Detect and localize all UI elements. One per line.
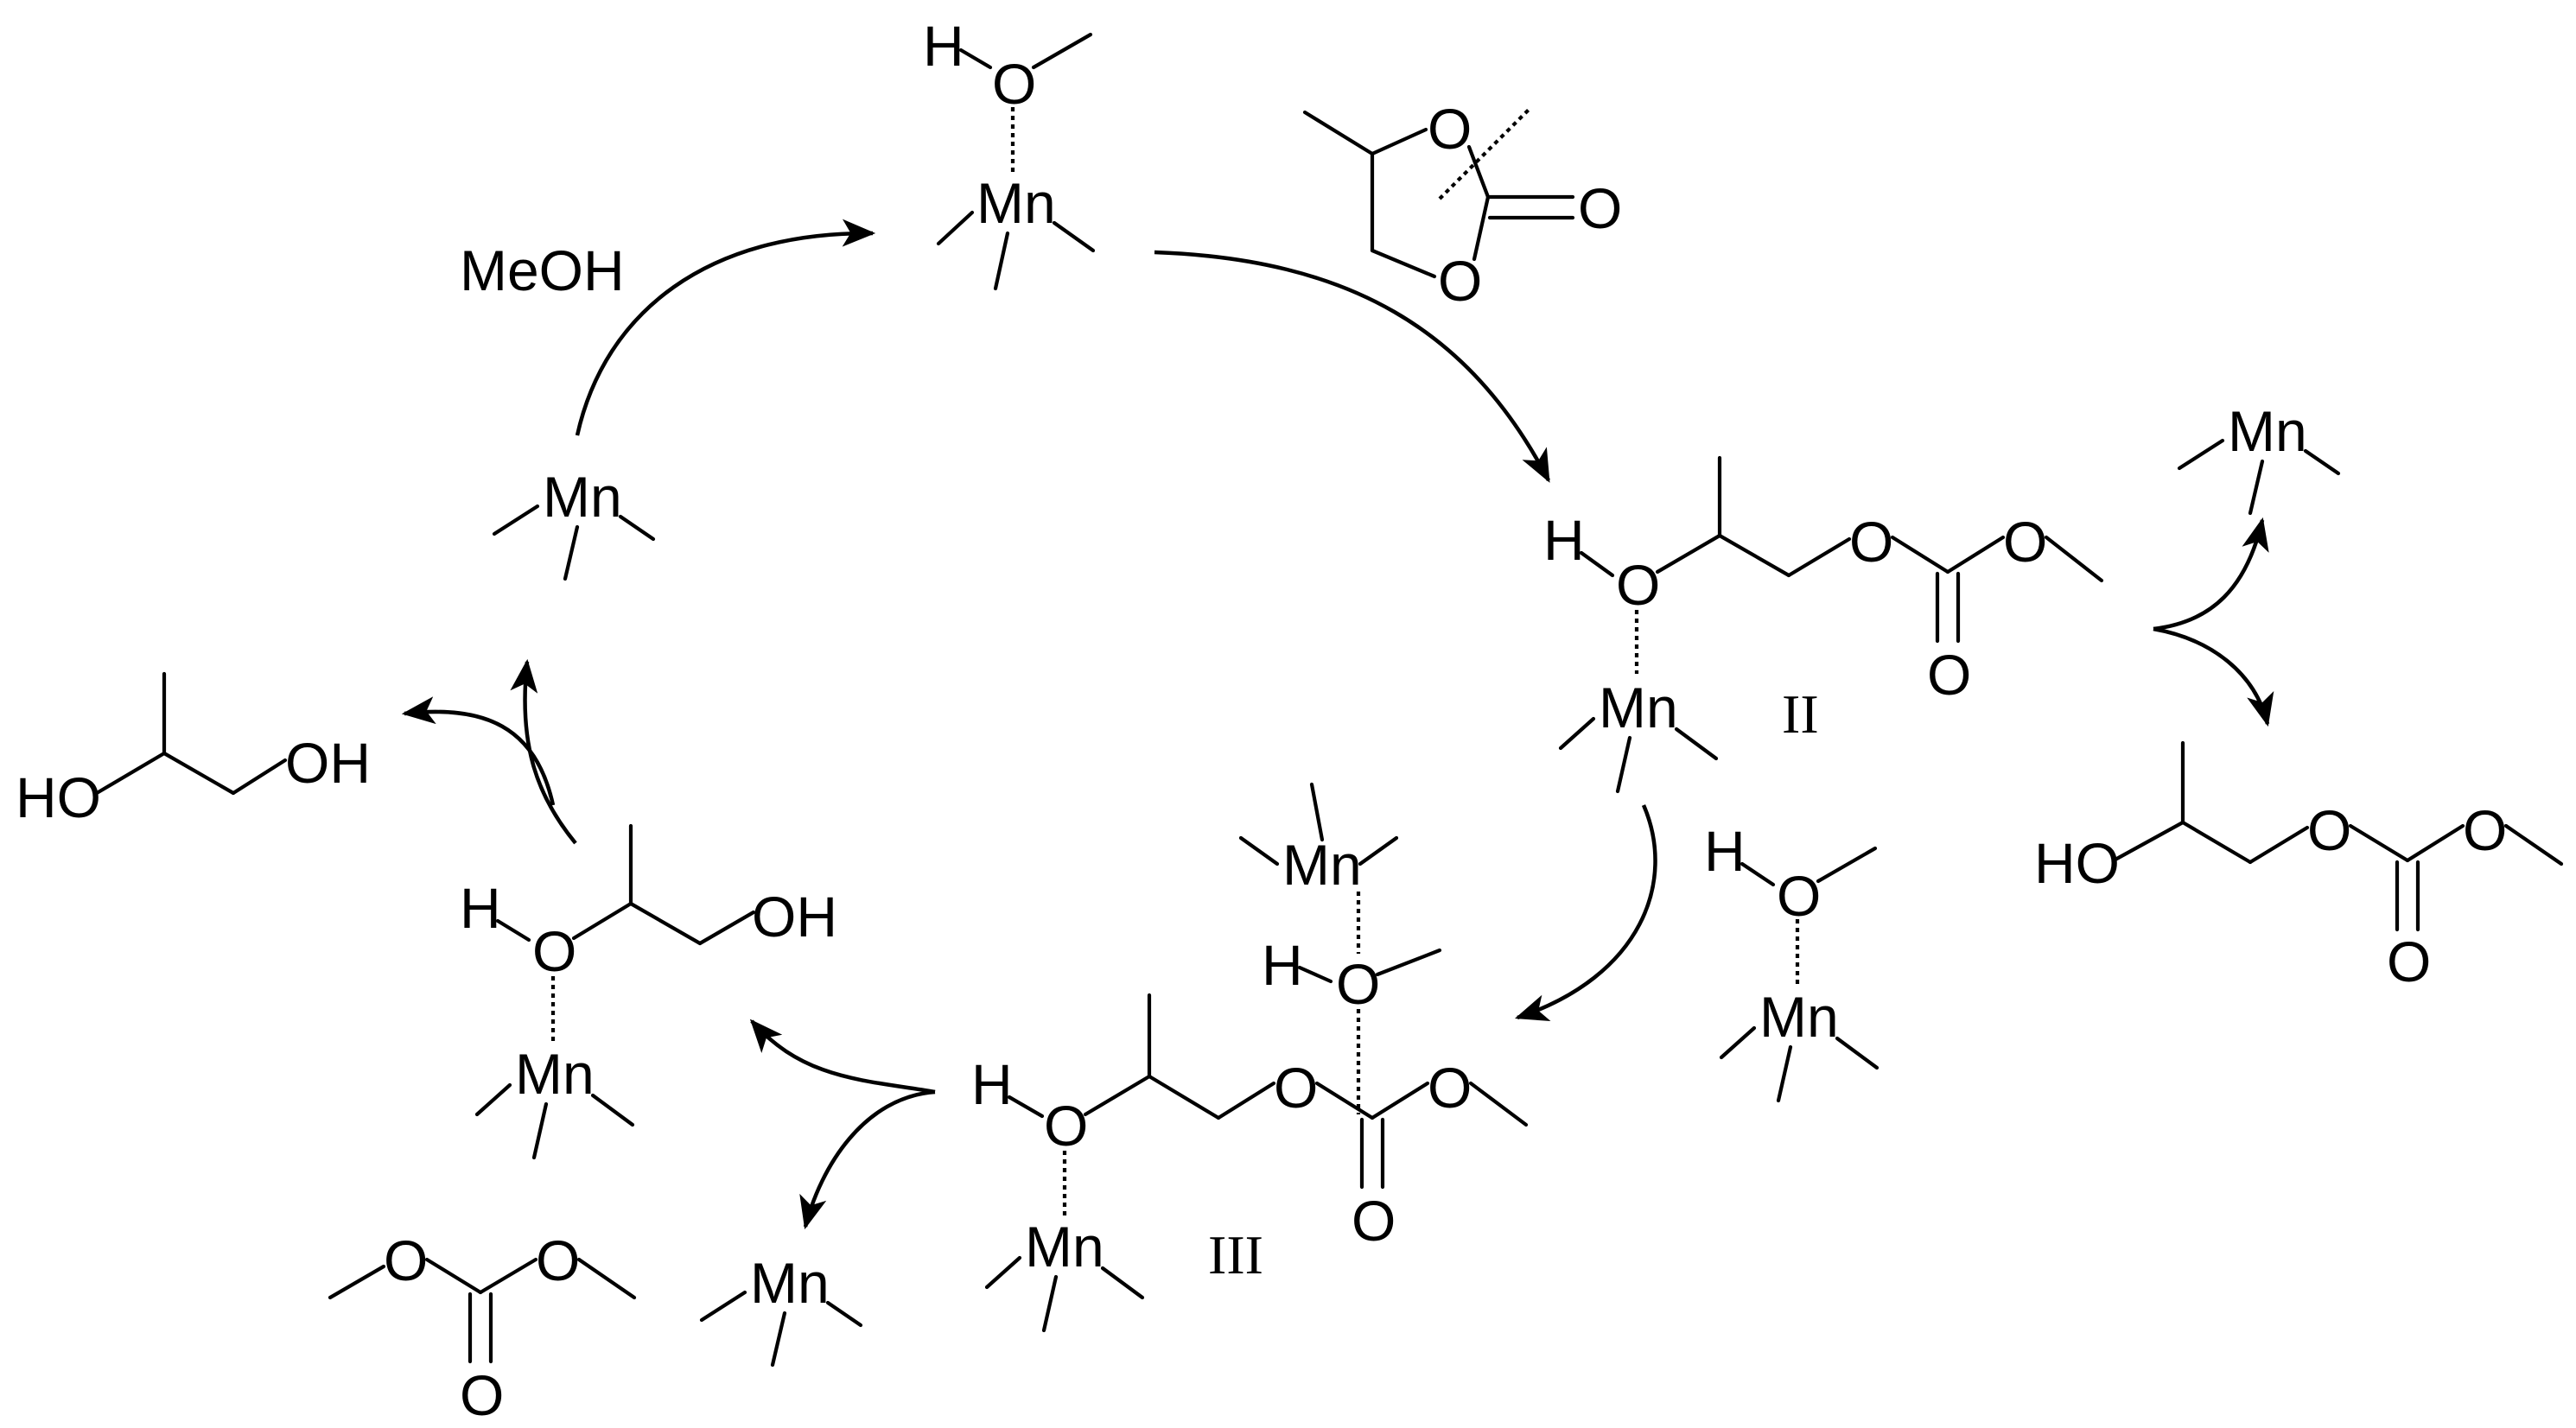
- methanol-label: MeOH: [460, 238, 625, 302]
- atom-mn: Mn: [515, 1042, 595, 1106]
- carbonyl-oxygen: O: [1352, 1189, 1396, 1253]
- atom-h: H: [1262, 933, 1303, 997]
- carbonyl-oxygen: O: [1927, 643, 1971, 707]
- atom-mn: Mn: [750, 1251, 830, 1315]
- atom-mn: Mn: [1282, 833, 1362, 897]
- label-iii: III: [1208, 1224, 1263, 1285]
- free-mn-bottom: Mn: [699, 1251, 863, 1368]
- intermediate-ii: H O O O O Mn II: [1543, 455, 2104, 794]
- free-mn-right: Mn: [2177, 399, 2341, 516]
- propylene-carbonate: O O O: [1302, 97, 1622, 313]
- methoxy-oxygen: O: [1428, 1056, 1472, 1120]
- atom-h: H: [971, 1052, 1013, 1116]
- atom-o: O: [1044, 1094, 1088, 1158]
- atom-mn: Mn: [976, 171, 1056, 235]
- propanediol-mn-complex: H O OH Mn: [460, 823, 837, 1160]
- methoxy-oxygen: O: [2463, 798, 2507, 862]
- carbonyl-oxygen: O: [1578, 176, 1622, 240]
- intermediate-iii: Mn H O H O O O O Mn III: [971, 782, 1529, 1333]
- atom-o: O: [1777, 864, 1821, 928]
- dimethyl-carbonate: O O O: [328, 1228, 637, 1427]
- atom-h: H: [460, 876, 501, 940]
- ring-oxygen-top: O: [1428, 97, 1472, 161]
- ester-oxygen: O: [1849, 510, 1893, 574]
- atom-mn: Mn: [1599, 676, 1678, 739]
- hydroxypropyl-methyl-carbonate: HO O O O: [2034, 740, 2564, 993]
- label-ii: II: [1782, 683, 1819, 745]
- atom-o: O: [992, 52, 1036, 116]
- free-mn-left: Mn: [492, 465, 656, 581]
- methoxy-oxygen-right: O: [536, 1228, 580, 1292]
- hydroxyl-label: HO: [2034, 831, 2120, 895]
- methoxy-oxygen: O: [2003, 510, 2047, 574]
- atom-mn: Mn: [2228, 399, 2307, 463]
- atom-o: O: [1336, 952, 1380, 1016]
- carbonyl-oxygen: O: [2387, 930, 2431, 993]
- hydroxyl-label: OH: [752, 885, 837, 949]
- ester-oxygen: O: [2307, 798, 2351, 862]
- methanol-mn-complex-top: H O Mn: [923, 14, 1096, 291]
- hydroxyl-label-right: OH: [285, 731, 371, 795]
- atom-h: H: [923, 14, 964, 78]
- atom-o: O: [532, 919, 576, 983]
- atom-h: H: [1543, 508, 1585, 572]
- carbonyl-oxygen: O: [460, 1363, 504, 1427]
- ester-oxygen: O: [1274, 1056, 1318, 1120]
- hydroxyl-label-left: HO: [16, 765, 101, 829]
- atom-h: H: [1704, 819, 1746, 883]
- atom-mn: Mn: [1759, 985, 1839, 1049]
- methanol-mn-complex-right: H O Mn: [1704, 819, 1880, 1103]
- atom-mn: Mn: [1025, 1215, 1104, 1279]
- methoxy-oxygen-left: O: [384, 1228, 428, 1292]
- atom-mn: Mn: [543, 465, 622, 529]
- cycle-arrows: [401, 219, 2274, 1230]
- atom-o: O: [1616, 553, 1660, 617]
- propylene-glycol: HO OH: [16, 671, 371, 829]
